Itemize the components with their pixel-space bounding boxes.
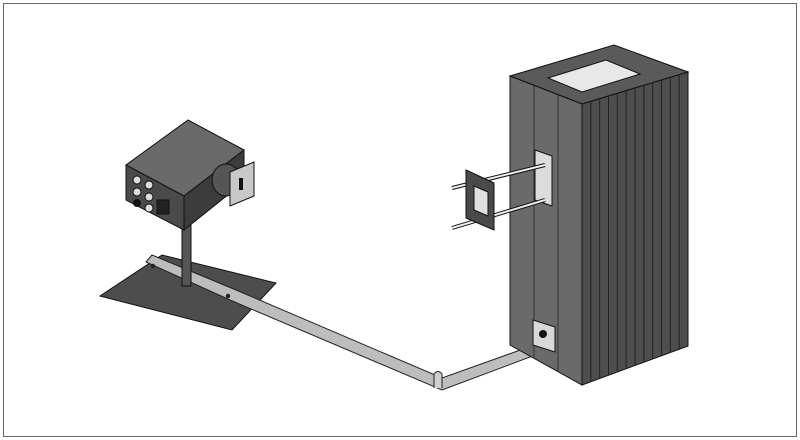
- connector-icon: [132, 175, 142, 185]
- port-icon: [156, 199, 170, 215]
- connector-icon: [132, 187, 142, 197]
- sensor-head: [125, 119, 255, 232]
- tower-enclosure: [508, 44, 690, 386]
- connector-icon: [144, 203, 154, 213]
- connector-icon: [144, 192, 154, 202]
- mounting-bracket: [451, 149, 553, 231]
- conduit-elbow: [433, 371, 443, 388]
- base-plate: [98, 254, 277, 331]
- connector-icon: [144, 180, 154, 190]
- connector-icon: [133, 199, 141, 207]
